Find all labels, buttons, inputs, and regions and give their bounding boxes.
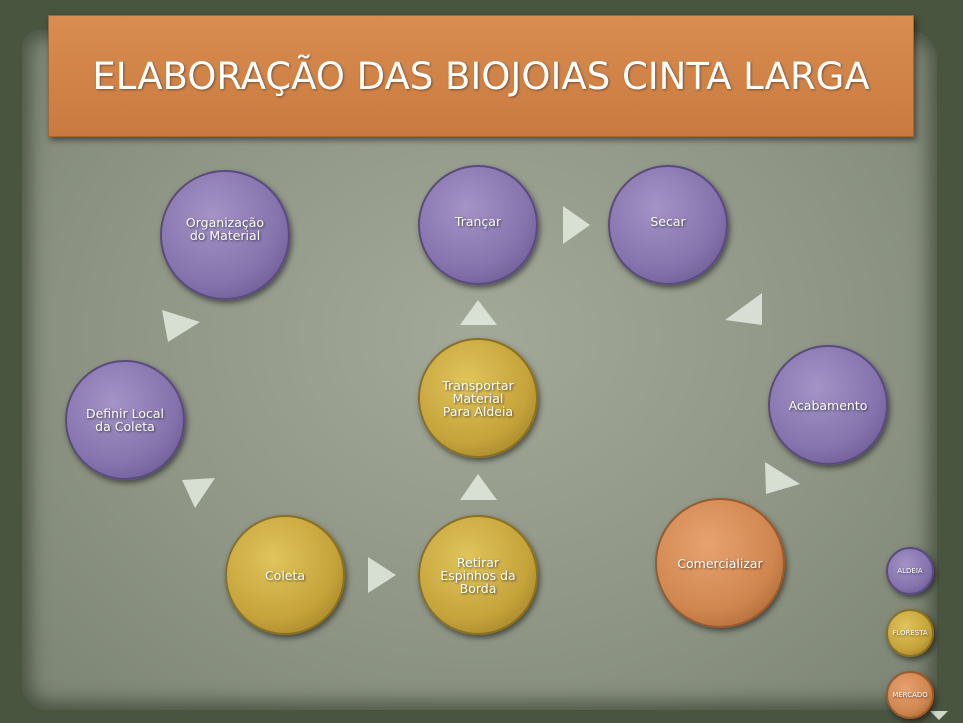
legend-mercado: MERCADO (886, 671, 934, 719)
legend-label: FLORESTA (892, 629, 928, 637)
arrow-icon (162, 310, 200, 342)
arrow-icon (460, 300, 497, 325)
node-definir: Definir Local da Coleta (65, 360, 185, 480)
node-label: Organização do Material (185, 215, 265, 243)
node-secar: Secar (608, 165, 728, 285)
node-coleta: Coleta (225, 515, 345, 635)
scroll-down-icon[interactable] (930, 711, 948, 720)
title-banner: ELABORAÇÃO DAS BIOJOIAS CINTA LARGA (48, 15, 914, 137)
legend-aldeia: ALDEIA (886, 547, 934, 595)
page-title: ELABORAÇÃO DAS BIOJOIAS CINTA LARGA (92, 54, 870, 98)
node-retirar: Retirar Espinhos da Borda (418, 515, 538, 635)
node-label: Secar (650, 214, 686, 229)
arrow-icon (460, 474, 497, 500)
node-acabamento: Acabamento (768, 345, 888, 465)
arrow-icon (182, 478, 215, 508)
node-label: Acabamento (788, 397, 868, 413)
node-label: Coleta (264, 567, 306, 583)
legend-floresta: FLORESTA (886, 609, 934, 657)
node-label: Transportar Material Para Aldeia (442, 377, 514, 419)
legend-label: MERCADO (892, 691, 928, 699)
arrow-icon (563, 206, 590, 244)
node-label: Comercializar (677, 555, 763, 571)
arrow-icon (765, 462, 800, 494)
node-organizacao: Organização do Material (160, 170, 290, 300)
node-label: Trançar (454, 214, 502, 229)
node-label: Retirar Espinhos da Borda (440, 554, 516, 596)
node-trancar: Trançar (418, 165, 538, 285)
node-label: Definir Local da Coleta (85, 406, 165, 434)
arrow-icon (368, 557, 396, 593)
node-comercializar: Comercializar (655, 498, 785, 628)
arrow-icon (725, 293, 762, 325)
legend-label: ALDEIA (897, 567, 923, 575)
node-transportar: Transportar Material Para Aldeia (418, 338, 538, 458)
